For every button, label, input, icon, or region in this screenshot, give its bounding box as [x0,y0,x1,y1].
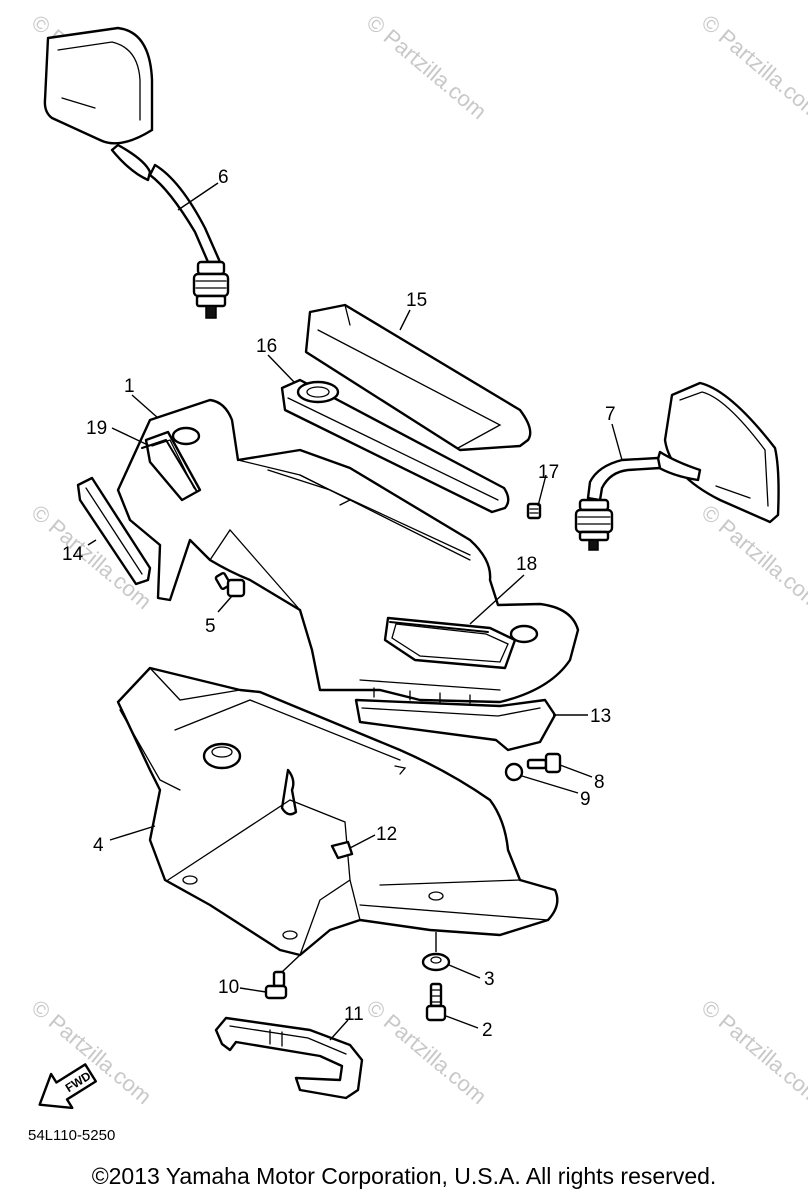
callout-15[interactable]: 15 [406,290,427,311]
part-8-bolt[interactable] [526,752,562,774]
callout-12[interactable]: 12 [376,824,397,845]
part-6-left-mirror[interactable] [43,26,230,319]
callout-6[interactable]: 6 [218,167,229,188]
callout-3[interactable]: 3 [484,969,495,990]
part-12-clip[interactable] [330,840,354,860]
callout-13[interactable]: 13 [590,706,611,727]
watermark: © Partzilla.com [697,500,808,614]
part-7-right-mirror[interactable] [574,381,780,551]
callout-8[interactable]: 8 [594,772,605,793]
part-18-pad[interactable] [389,621,489,633]
part-17-screw[interactable] [526,502,542,520]
callout-1[interactable]: 1 [124,376,135,397]
part-14-side-strip[interactable] [76,476,152,586]
callout-4[interactable]: 4 [93,835,104,856]
callout-17[interactable]: 17 [538,462,559,483]
part-10-bolt[interactable] [264,970,288,1000]
part-1-upper-cover[interactable] [116,398,580,704]
callout-11[interactable]: 11 [344,1004,364,1025]
part-2-bolt[interactable] [425,982,447,1022]
callout-5[interactable]: 5 [205,616,216,637]
part-9-washer[interactable] [504,762,524,782]
callout-18[interactable]: 18 [516,554,537,575]
callout-19[interactable]: 19 [86,418,107,439]
callout-2[interactable]: 2 [482,1020,493,1041]
part-16-panel-bracket[interactable] [280,378,510,514]
watermark: © Partzilla.com [362,10,492,124]
part-3-damper[interactable] [421,952,451,972]
callout-16[interactable]: 16 [256,336,277,357]
callout-labels: 1 2 3 4 5 6 7 8 9 10 11 12 13 14 15 16 1… [62,167,616,1041]
part-15-upper-panel[interactable] [304,303,532,452]
watermark: © Partzilla.com [697,995,808,1109]
part-11-bracket[interactable] [214,1016,364,1100]
callout-14[interactable]: 14 [62,544,84,565]
part-5-bolt[interactable] [214,571,246,598]
leader-lines [87,182,623,1041]
callout-10[interactable]: 10 [218,977,239,998]
part-4-lower-cover[interactable] [116,666,559,957]
copyright-notice: ©2013 Yamaha Motor Corporation, U.S.A. A… [91,1163,717,1189]
watermark: © Partzilla.com [697,10,808,124]
callout-9[interactable]: 9 [580,789,591,810]
part-13-trim-strip[interactable] [354,698,557,752]
diagram-code: 54L110-5250 [28,1127,116,1144]
callout-7[interactable]: 7 [605,404,616,425]
